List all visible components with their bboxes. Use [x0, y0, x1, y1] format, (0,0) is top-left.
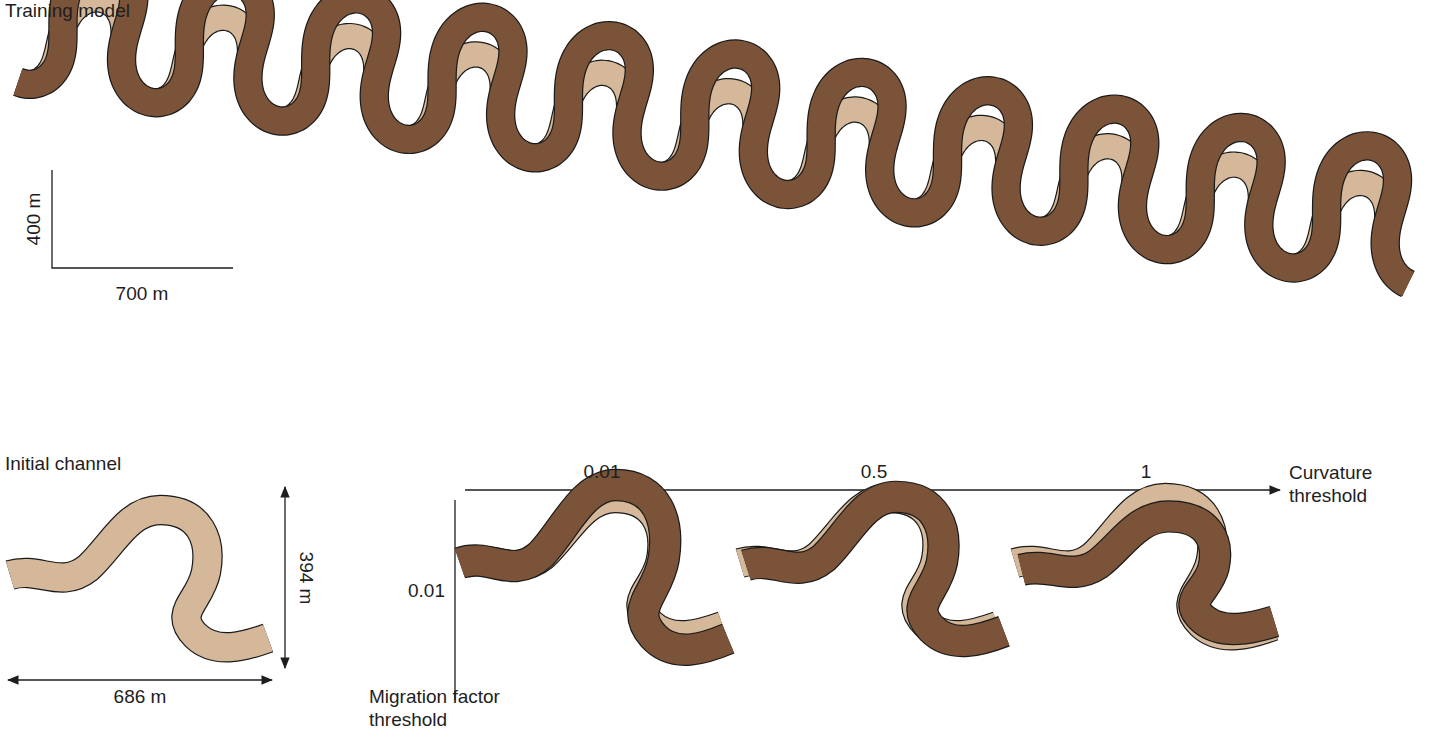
training-model-channel: [18, 0, 1408, 284]
axis-title: Migration factor threshold: [369, 686, 544, 732]
migrated-channel-group: [746, 497, 1004, 641]
scale-label: 400 m: [23, 193, 46, 246]
migrated-channel-outline: [746, 497, 1004, 641]
initial-channel: [10, 510, 268, 647]
scale-label: 700 m: [116, 283, 169, 306]
migrated-channel-outline: [18, 0, 1408, 284]
dimension-arrow: [284, 487, 285, 668]
axis-tick: 0.01: [584, 461, 621, 484]
axis-title: Curvature threshold: [1289, 462, 1419, 508]
migrated-channel: [460, 485, 728, 650]
migrated-channel-group: [460, 485, 728, 650]
channel-variants: [10, 485, 1274, 650]
axis-tick: 1: [1141, 461, 1152, 484]
initial-channel-group: [10, 510, 268, 647]
migrated-channel-group: [1022, 516, 1275, 629]
panel-title: Initial channel: [5, 453, 121, 476]
migrated-channel-outline: [1022, 516, 1275, 629]
dimension-label: 394 m: [295, 552, 318, 605]
axis-tick: 0.5: [861, 461, 887, 484]
migrated-channel: [1022, 516, 1275, 629]
migrated-channel: [746, 497, 1004, 641]
dimension-arrow: [8, 679, 272, 680]
migrated-channel: [18, 0, 1408, 284]
scale-bar: [52, 170, 233, 268]
dimension-label: 686 m: [114, 686, 167, 709]
initial-channel-outline: [10, 510, 268, 647]
axis-tick: 0.01: [408, 580, 445, 603]
migrated-channel-outline: [460, 485, 728, 650]
panel-title: Training model: [5, 0, 130, 23]
axis-line: [454, 500, 455, 700]
